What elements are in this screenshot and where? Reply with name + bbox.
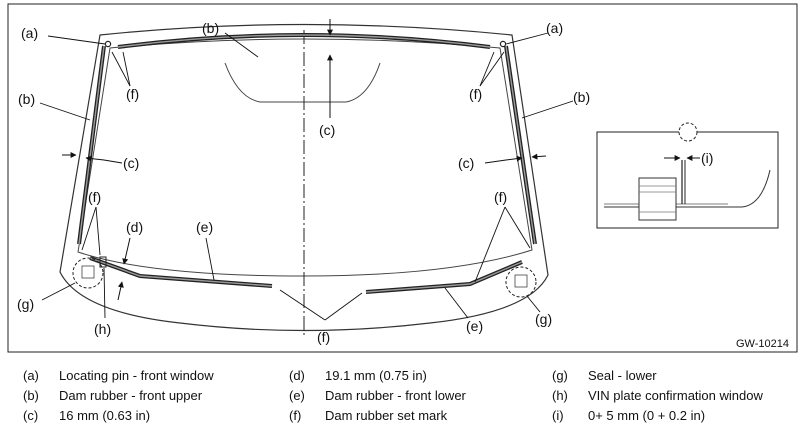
legend-key: (e) xyxy=(289,388,305,403)
leader-e-bottom xyxy=(444,287,469,319)
dam-rubber-lower-right xyxy=(365,260,523,294)
leader-f-ll-2 xyxy=(95,206,101,256)
callout-e-top: (e) xyxy=(196,219,213,235)
seal-lower-right xyxy=(514,274,528,288)
dam-rubber-upper-left-core xyxy=(78,45,105,245)
leader-a-left xyxy=(47,35,106,45)
dim-c-right-arrow-b xyxy=(531,153,547,160)
vin-plate-window xyxy=(99,256,107,268)
legend-text: Dam rubber set mark xyxy=(325,408,448,423)
dam-rubber-upper-top-core xyxy=(117,34,491,48)
leader-a-right xyxy=(505,32,549,45)
dim-c-right-arrow-a xyxy=(505,155,523,162)
legend-key: (f) xyxy=(289,408,302,423)
leader-f-lr-2 xyxy=(504,206,531,249)
legend-text: Locating pin - front window xyxy=(59,368,214,383)
callout-c-top: (c) xyxy=(319,122,335,138)
callout-a-left: (a) xyxy=(21,25,38,41)
inset-box xyxy=(596,131,779,229)
callout-b-right: (b) xyxy=(573,89,590,105)
leader-b-right xyxy=(521,100,574,119)
dam-rubber-upper-right-core xyxy=(505,45,536,245)
callout-e-bottom: (e) xyxy=(466,318,483,334)
inset-detail: (i) xyxy=(596,122,779,229)
dim-c-left-leader xyxy=(103,159,123,164)
seal-lower-left-circle xyxy=(72,257,104,289)
seal-lower-left xyxy=(81,265,95,279)
legend-key: (b) xyxy=(23,388,39,403)
callout-f-upper-right: (f) xyxy=(469,86,482,102)
inset-reference-circle xyxy=(678,122,698,142)
legend-key: (g) xyxy=(552,368,568,383)
dim-d-arrow-b xyxy=(117,281,124,301)
leader-f-bottom-1 xyxy=(279,289,326,321)
legend-text: VIN plate confirmation window xyxy=(588,388,763,403)
figure-code: GW-10214 xyxy=(736,338,789,350)
callout-f-lower-right: (f) xyxy=(494,189,507,205)
callout-d: (d) xyxy=(126,219,143,235)
leader-f-ur-1 xyxy=(479,51,495,87)
legend-key: (d) xyxy=(289,368,305,383)
leader-f-ur-2 xyxy=(479,51,505,87)
callout-i: (i) xyxy=(701,150,713,166)
leader-g-right xyxy=(526,295,541,313)
legend-text: Dam rubber - front lower xyxy=(325,388,466,403)
callout-f-upper-left: (f) xyxy=(126,86,139,102)
diagram-frame xyxy=(7,3,798,353)
inset-body-curve xyxy=(604,169,771,208)
legend-text: Seal - lower xyxy=(588,368,657,383)
legend-text: 0+ 5 mm (0 + 0.2 in) xyxy=(588,408,706,423)
legend-text: Dam rubber - front upper xyxy=(59,388,203,403)
callout-a-right: (a) xyxy=(546,20,563,36)
legend-key: (h) xyxy=(552,388,568,403)
callout-f-bottom: (f) xyxy=(317,329,330,345)
legend-key: (i) xyxy=(552,408,564,423)
seal-lower-right-circle xyxy=(505,266,537,298)
locating-pin-left xyxy=(104,40,112,48)
legend-key: (a) xyxy=(23,368,39,383)
leader-f-lr-1 xyxy=(474,206,506,283)
leader-f-ul-1 xyxy=(111,51,131,87)
leader-b-top xyxy=(224,32,259,58)
legend: (a) Locating pin - front window (b) Dam … xyxy=(0,356,804,432)
callout-b-top: (b) xyxy=(202,20,219,36)
callout-c-right: (c) xyxy=(458,155,474,171)
windshield-outer-outline xyxy=(59,23,549,332)
inset-vin-plate xyxy=(638,177,677,221)
leader-b-left xyxy=(39,102,91,121)
dim-c-left-arrow-b xyxy=(85,155,105,162)
dam-rubber-lower-left-core xyxy=(89,257,273,287)
callout-f-lower-left: (f) xyxy=(88,189,101,205)
callout-g-left: (g) xyxy=(17,296,34,312)
callout-g-right: (g) xyxy=(535,311,552,327)
leader-e-top xyxy=(205,237,215,281)
leader-f-ll-1 xyxy=(81,206,97,251)
mirror-mount-notch xyxy=(224,62,381,103)
callout-b-left: (b) xyxy=(18,91,35,107)
leader-f-ul-2 xyxy=(122,51,131,87)
dim-c-right-leader xyxy=(484,159,507,164)
windshield-inner-outline xyxy=(77,38,533,277)
callout-c-left: (c) xyxy=(123,155,139,171)
legend-text: 19.1 mm (0.75 in) xyxy=(325,368,427,383)
dim-d-arrow-a xyxy=(122,237,131,265)
legend-key: (c) xyxy=(23,408,39,423)
dam-rubber-lower-right-core xyxy=(365,261,523,293)
legend-text: 16 mm (0.63 in) xyxy=(59,408,151,423)
leader-h xyxy=(103,267,106,319)
windshield-diagram: (a) (a) (b) (b) (b) (c) (c) (c) (d) (e) … xyxy=(7,3,798,353)
locating-pin-right xyxy=(499,40,507,48)
callout-h: (h) xyxy=(94,321,111,337)
leader-f-bottom-2 xyxy=(324,292,363,321)
leader-g-left xyxy=(41,282,76,301)
